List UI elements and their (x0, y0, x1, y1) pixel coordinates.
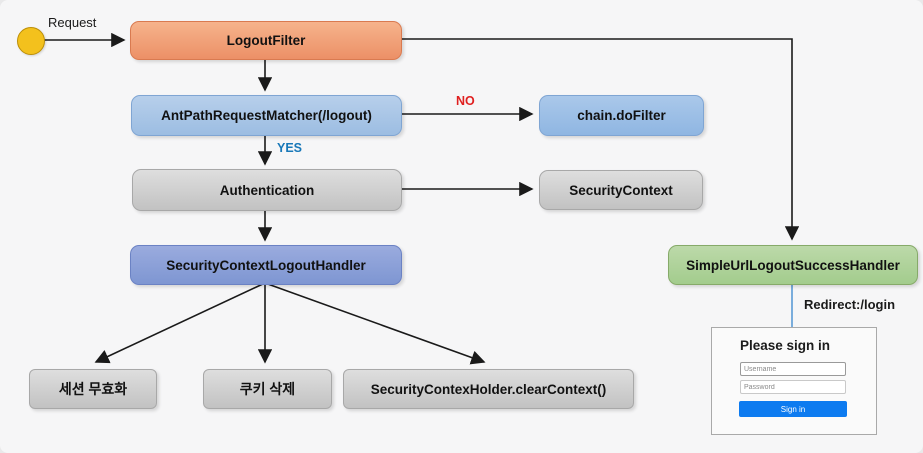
node-simple-url-logout-success-handler: SimpleUrlLogoutSuccessHandler (668, 245, 918, 285)
redirect-label: Redirect:/login (804, 297, 896, 312)
edge-label-no: NO (456, 94, 475, 108)
node-cookie-delete: 쿠키 삭제 (203, 369, 332, 409)
username-input[interactable] (740, 362, 846, 376)
node-authentication: Authentication (132, 169, 402, 211)
node-chain-dofilter: chain.doFilter (539, 95, 704, 136)
edge-label-yes: YES (277, 141, 303, 155)
sign-in-button[interactable]: Sign in (739, 401, 847, 417)
node-security-context-logout-handler: SecurityContextLogoutHandler (130, 245, 402, 285)
start-node (17, 27, 45, 55)
node-security-context: SecurityContext (539, 170, 703, 210)
request-label: Request (48, 15, 97, 30)
node-ant-path-request-matcher: AntPathRequestMatcher(/logout) (131, 95, 402, 136)
node-logout-filter: LogoutFilter (130, 21, 402, 60)
login-form-title: Please sign in (740, 338, 831, 353)
node-clear-context: SecurityContexHolder.clearContext() (343, 369, 634, 409)
login-form-preview: Please sign in Sign in (711, 327, 877, 435)
password-input[interactable] (740, 380, 846, 394)
node-session-invalidate: 세션 무효화 (29, 369, 157, 409)
